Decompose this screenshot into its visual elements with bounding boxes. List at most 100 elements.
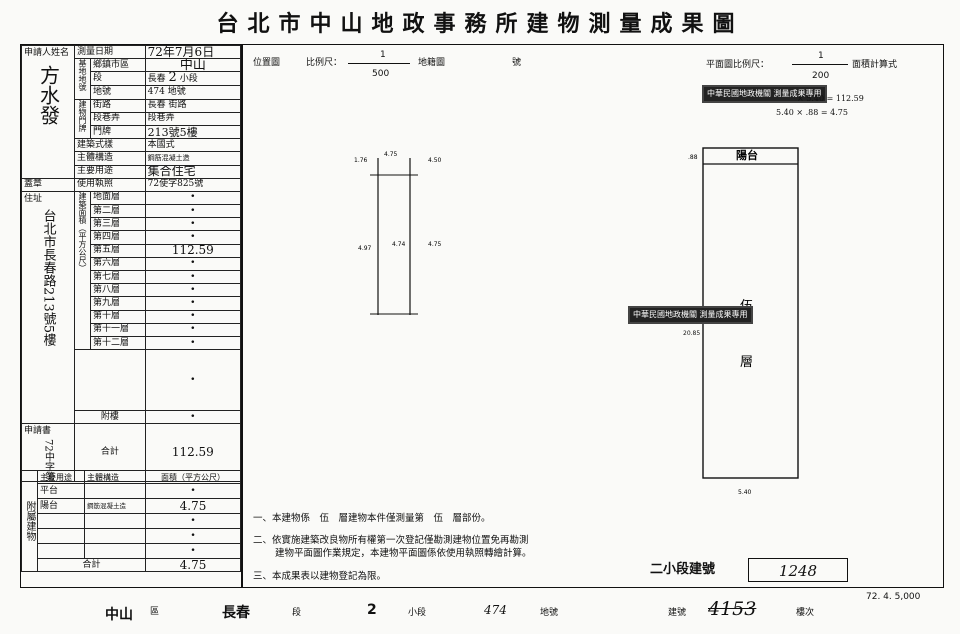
attached-row2-area: 4.75 (145, 498, 241, 515)
district-value: 中山 (144, 58, 242, 73)
attached-col-structure: 主體構造 (84, 469, 146, 485)
floor-area-7: • (144, 269, 242, 285)
building-type-label: 建築式樣 (74, 138, 146, 153)
floor-row-9: 第九層 (90, 296, 146, 311)
cadastral-number-suffix: 號 (512, 58, 522, 68)
seal-label: 蓋章 (21, 177, 75, 192)
note-3: 三、本成果表以建物登記為限。 (253, 571, 387, 582)
small-section-value: 2 (168, 71, 177, 86)
lot-value-text: 474 (147, 86, 165, 97)
floor-row-1: 地面層 (90, 190, 146, 206)
floor-area-1: • (144, 190, 242, 206)
lane-value: 段巷弄 (144, 111, 242, 126)
address-door-label: 建物門牌 (74, 98, 91, 140)
site-label: 基地地號 (74, 58, 91, 100)
floor-row-8: 第八層 (90, 283, 146, 298)
position-drawing: 1.76 4.75 4.50 4.97 4.74 4.75 (354, 151, 442, 315)
footer-district-suffix: 區 (150, 607, 160, 617)
floor-area-3: • (144, 217, 242, 232)
license-value: 72使字825號 (144, 177, 242, 192)
applicant-label: 申請人姓名 (24, 48, 70, 58)
scale-fraction-bar (348, 63, 410, 64)
floor-plan-scale-label: 平面圖比例尺： (706, 60, 770, 70)
lane-label: 段巷弄 (90, 111, 146, 126)
street-value-text: 長春 (147, 100, 166, 111)
floor-row-6: 第六層 (90, 256, 146, 272)
document-title: 台北市中山地政事務所建物測量成果圖 (216, 11, 744, 37)
floor-area-12: • (144, 335, 242, 351)
dim-width: 5.40 (738, 489, 752, 496)
main-structure-value: 鋼筋混凝土造 (144, 151, 242, 166)
attached-row3-use (37, 513, 85, 530)
floor-row-10: 第十層 (90, 309, 146, 324)
floor-area-4: • (144, 230, 242, 245)
main-use-label: 主要用途 (74, 164, 146, 179)
area-calc-label: 面積計算式 (852, 60, 898, 70)
survey-date-label: 測量日期 (74, 44, 146, 60)
street-value: 長春 街路 (144, 98, 242, 113)
floor-area-10: • (144, 309, 242, 324)
footer-building-label: 建號 (668, 608, 687, 618)
footer-small-section-suffix: 小段 (408, 608, 427, 618)
dim-top: 4.75 (384, 151, 398, 158)
license-label: 使用執照 (74, 177, 146, 192)
small-section-label: 小段 (179, 74, 198, 85)
section-label: 段 (90, 71, 146, 87)
footer-building-value: 4153 (708, 598, 757, 620)
lot-value: 474 地號 (144, 85, 242, 100)
address-value: 台北市長春路213號5樓 (40, 208, 56, 346)
floor-area-6: • (144, 256, 242, 272)
section-value-text: 長春 (147, 74, 166, 85)
dim-plan-length: 20.85 (683, 330, 701, 337)
floor-plan-scale-denominator: 200 (812, 71, 830, 81)
attached-row1-area: • (145, 483, 241, 500)
street-suffix: 街路 (168, 100, 187, 111)
dim-balcony-depth: .88 (688, 154, 698, 161)
floor-area-11: • (144, 322, 242, 337)
survey-stamp-middle: 中華民國地政機關 測量成果專用 (628, 306, 753, 324)
print-info: 72. 4. 5,000 (866, 592, 921, 602)
attached-row3-area: • (145, 513, 241, 530)
attached-row4-area: • (145, 528, 241, 545)
main-structure-label: 主體構造 (74, 151, 146, 166)
address-label: 住址 (24, 193, 43, 204)
attached-row5-use (37, 543, 85, 560)
main-use-value: 集合住宅 (144, 164, 242, 179)
position-scale-numerator: 1 (380, 50, 386, 60)
survey-date-value: 72年7月6日 (144, 44, 242, 60)
floor-area-8: • (144, 283, 242, 298)
blank-area-rows (74, 349, 146, 412)
attached-label: 附屬建物 (21, 469, 38, 573)
position-scale-denominator: 500 (372, 69, 390, 79)
application-number: 72中字第4296號 (42, 439, 54, 482)
document-frame (20, 44, 944, 588)
building-data-table: 申請人姓名 方水發 測量日期 72年7月6日 基地地號 鄉鎮市區 中山 段 長春… (21, 44, 242, 483)
street-label: 街路 (90, 98, 146, 113)
attached-row5-structure (84, 543, 146, 560)
floor-area-9: • (144, 296, 242, 311)
building-number-value: 1248 (748, 558, 848, 582)
floor-plan-fraction-bar (792, 64, 848, 65)
footer-section-suffix: 段 (292, 608, 302, 618)
attached-row1-structure (84, 483, 146, 500)
position-map-label: 位置圖 (253, 58, 281, 68)
table-divider (241, 45, 243, 588)
door-value: 213號5樓 (144, 124, 242, 140)
balcony-label: 陽台 (736, 148, 758, 162)
footer-lot: 474 (484, 603, 507, 617)
footer-section: 長春 (222, 605, 250, 621)
dim-right-top: 4.50 (428, 157, 442, 164)
dim-right-mid: 4.75 (428, 241, 442, 248)
address-cell: 住址 台北市長春路213號5樓 (21, 190, 75, 425)
attached-col-use: 主要用途 (37, 469, 85, 485)
dim-left-top: 1.76 (354, 157, 368, 164)
dim-left-mid: 4.97 (358, 245, 372, 252)
application-label: 申請書 (24, 426, 52, 437)
building-type-value: 本國式 (144, 138, 242, 153)
floor-plan-scale-numerator: 1 (818, 51, 824, 61)
attached-col-area: 面積（平方公尺） (145, 469, 241, 485)
note-2-line2: 建物平面圖作業規定，本建物平面圖係依使用執照轉繪計算。 (275, 548, 532, 559)
lot-suffix: 地號 (167, 86, 186, 97)
attached-row3-structure (84, 513, 146, 530)
